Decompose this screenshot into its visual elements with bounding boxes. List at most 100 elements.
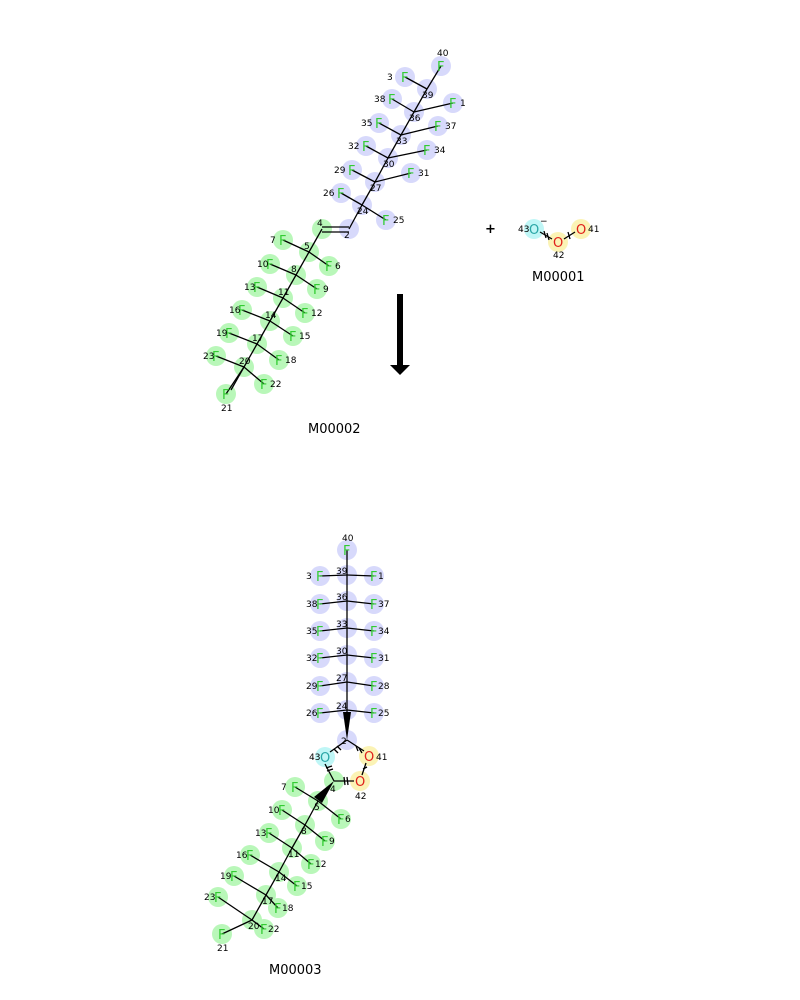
- oxygen-highlight: [524, 219, 544, 239]
- atom-number: 28: [378, 682, 390, 692]
- oxygen-highlight: [350, 771, 370, 791]
- atom-number: 25: [393, 216, 404, 226]
- fluorine-atom: F: [370, 652, 377, 667]
- fluorine-atom: F: [370, 598, 377, 613]
- cf-bond: [294, 786, 319, 802]
- cf-bond: [319, 627, 348, 632]
- atom-number: 35: [306, 627, 317, 637]
- cf-bond: [346, 654, 375, 659]
- fluorine-atom: F: [225, 327, 232, 342]
- atom-number: 30: [383, 160, 395, 170]
- atom-number: 26: [323, 189, 335, 199]
- backbone-bond: [282, 274, 297, 299]
- fluorine-atom: F: [274, 902, 281, 917]
- plus-sign: +: [485, 222, 496, 237]
- fluorine-atom: F: [289, 330, 296, 345]
- fluorine-atom: F: [337, 187, 344, 202]
- fluorine-atom: F: [388, 93, 395, 108]
- atom-number: 38: [374, 95, 386, 105]
- product-label: M00003: [269, 963, 322, 978]
- fluorine-atom: F: [337, 813, 344, 828]
- fluorine-atom: F: [246, 849, 253, 864]
- atom-number: 24: [357, 207, 369, 217]
- fluorine-atom: F: [222, 388, 229, 403]
- atom-number: 35: [361, 119, 372, 129]
- cf-bond: [243, 366, 265, 385]
- backbone-bond: [256, 320, 271, 345]
- atom-number: 7: [281, 783, 287, 793]
- atom-number: 6: [335, 262, 341, 272]
- fluorine-atom: F: [266, 258, 273, 273]
- cf-bond: [291, 847, 312, 865]
- atom-number: 41: [588, 225, 599, 235]
- backbone-bond: [291, 824, 306, 849]
- cf-bond: [319, 681, 348, 687]
- cf-bond: [268, 832, 293, 849]
- atom-number: 10: [257, 260, 269, 270]
- fluorine-atom: F: [316, 652, 323, 667]
- oxygen-highlight: [548, 232, 568, 252]
- fluorine-atom: F: [434, 120, 441, 135]
- backbone-bond: [251, 894, 267, 921]
- cf-bond: [256, 343, 280, 361]
- atom-number: 33: [336, 620, 347, 630]
- cf-bond: [269, 263, 297, 276]
- oxygen-atom: O: [553, 236, 563, 251]
- oxygen-highlight: [571, 219, 591, 239]
- backbone-bond: [387, 134, 402, 159]
- cf-bond: [265, 894, 279, 909]
- atom-number: 14: [275, 874, 287, 884]
- cf-bond: [308, 251, 330, 267]
- fluorine-atom: F: [423, 144, 430, 159]
- atom-number: 34: [434, 146, 446, 156]
- reactant-label: M00002: [308, 422, 361, 437]
- atom-number: 11: [288, 850, 299, 860]
- cf-bond: [249, 854, 280, 873]
- atom-number: 32: [348, 142, 359, 152]
- atom-number: 7: [270, 236, 276, 246]
- atom-number: 1: [460, 99, 466, 109]
- atom-number: 29: [334, 166, 346, 176]
- atom-number: 17: [262, 897, 273, 907]
- cf-bond: [404, 76, 428, 90]
- atom-number: 15: [301, 882, 312, 892]
- cf-bond: [215, 355, 245, 368]
- atom-number: 5: [304, 242, 310, 252]
- reaction-arrow: [390, 294, 410, 375]
- atom-number: 32: [306, 654, 317, 664]
- bond-change-mark: [546, 232, 550, 241]
- cf-bond: [387, 149, 428, 159]
- oxygen-atom: O: [576, 223, 586, 238]
- cf-bond: [361, 204, 387, 221]
- fluorine-atom: F: [275, 354, 282, 369]
- atom-number: 26: [306, 709, 318, 719]
- fluorine-atom: F: [230, 870, 237, 885]
- oxygen-atom: O: [364, 750, 374, 765]
- bond-change-mark: [343, 776, 346, 786]
- backbone-bond: [348, 204, 363, 230]
- cf-bond: [391, 98, 415, 113]
- cf-bond: [346, 627, 375, 632]
- fluorine-atom: F: [437, 60, 444, 75]
- fluorine-atom: F: [370, 570, 377, 585]
- atom-number: 18: [282, 904, 294, 914]
- backbone-bond: [225, 366, 245, 395]
- atom-number: 31: [418, 169, 429, 179]
- atom-number: 30: [336, 647, 348, 657]
- atom-number: 37: [445, 122, 456, 132]
- bond-change-mark: [333, 748, 339, 754]
- cf-bond: [351, 169, 376, 183]
- fluorine-atom: F: [316, 707, 323, 722]
- bond-change-mark: [355, 745, 359, 752]
- fluorine-atom: F: [370, 625, 377, 640]
- wedge-bond: [314, 781, 334, 803]
- bond-change-mark: [358, 747, 363, 754]
- ring-bond: [329, 739, 348, 753]
- cf-bond: [346, 600, 375, 605]
- fluorine-atom: F: [343, 544, 350, 559]
- atom-number: 14: [265, 311, 277, 321]
- fluorine-atom: F: [260, 378, 267, 393]
